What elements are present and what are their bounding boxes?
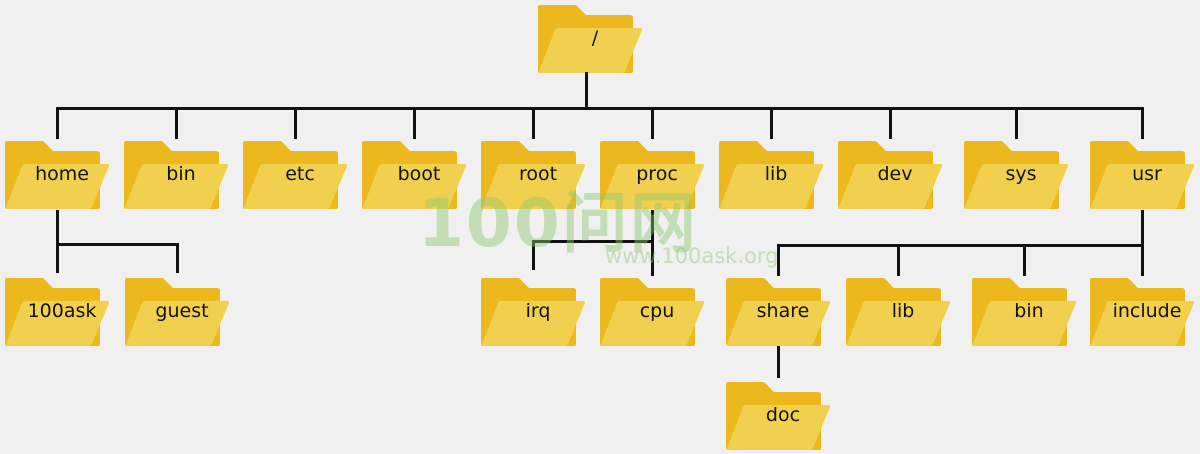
folder-icon <box>125 278 229 346</box>
folder-label: doc <box>765 404 801 426</box>
connector-line <box>889 107 892 139</box>
folder-label: guest <box>155 300 209 322</box>
folder-label: include <box>1112 300 1182 322</box>
folder-label: cpu <box>639 300 675 322</box>
connector-line <box>1015 107 1018 139</box>
folder-share[interactable]: share <box>726 278 830 346</box>
connector-line <box>294 107 297 139</box>
connector-line <box>777 244 780 276</box>
folder-icon <box>481 278 585 346</box>
connector-line <box>56 107 1144 110</box>
folder-icon <box>362 141 466 209</box>
watermark-url: www.100ask.org <box>605 244 779 268</box>
folder-label: bin <box>1014 300 1044 322</box>
folder-icon <box>600 278 704 346</box>
connector-line <box>56 210 59 245</box>
connector-line <box>175 107 178 139</box>
folder-include[interactable]: include <box>1090 278 1194 346</box>
connector-line <box>585 72 588 108</box>
folder-label: usr <box>1132 163 1162 185</box>
folder-icon <box>726 278 830 346</box>
folder-icon <box>1090 278 1194 346</box>
folder-label: home <box>35 163 89 185</box>
folder-icon <box>124 141 228 209</box>
folder-lib[interactable]: lib <box>846 278 950 346</box>
folder-label: lib <box>891 300 915 322</box>
folder-label: etc <box>285 163 315 185</box>
folder-bin[interactable]: bin <box>124 141 228 209</box>
connector-line <box>651 210 654 276</box>
connector-line <box>532 107 535 139</box>
connector-line <box>176 243 179 273</box>
connector-line <box>777 346 780 378</box>
connector-line <box>1141 107 1144 139</box>
connector-line <box>56 243 179 246</box>
folder-irq[interactable]: irq <box>481 278 585 346</box>
folder-icon <box>964 141 1068 209</box>
folder-label: lib <box>764 163 788 185</box>
folder-usr[interactable]: usr <box>1090 141 1194 209</box>
connector-line <box>1141 210 1144 276</box>
folder-icon <box>538 5 642 73</box>
connector-line <box>56 107 59 139</box>
folder-label: sys <box>1005 163 1037 185</box>
folder-label: irq <box>525 300 551 322</box>
folder-doc[interactable]: doc <box>726 382 830 450</box>
folder-cpu[interactable]: cpu <box>600 278 704 346</box>
connector-line <box>532 240 535 270</box>
folder-bin[interactable]: bin <box>972 278 1076 346</box>
folder-dev[interactable]: dev <box>838 141 942 209</box>
folder-icon <box>1090 141 1194 209</box>
folder-label: 100ask <box>27 300 97 322</box>
folder-icon <box>972 278 1076 346</box>
folder-label: proc <box>636 163 678 185</box>
folder-icon <box>243 141 347 209</box>
connector-line <box>532 240 654 243</box>
folder-icon <box>838 141 942 209</box>
connector-line <box>897 244 900 276</box>
folder-etc[interactable]: etc <box>243 141 347 209</box>
folder-100ask[interactable]: 100ask <box>5 278 109 346</box>
connector-line <box>56 243 59 273</box>
folder-label: dev <box>877 163 913 185</box>
connector-line <box>1023 244 1026 276</box>
folder-lib[interactable]: lib <box>719 141 823 209</box>
folder-label: root <box>518 163 558 185</box>
folder-icon <box>481 141 585 209</box>
folder-home[interactable]: home <box>5 141 109 209</box>
folder-icon <box>600 141 704 209</box>
connector-line <box>413 107 416 139</box>
folder-[interactable]: / <box>538 5 642 73</box>
folder-icon <box>726 382 830 450</box>
folder-root[interactable]: root <box>481 141 585 209</box>
connector-line <box>770 107 773 139</box>
folder-sys[interactable]: sys <box>964 141 1068 209</box>
folder-label: share <box>756 300 810 322</box>
folder-label: / <box>591 27 599 49</box>
connector-line <box>1141 244 1144 276</box>
folder-guest[interactable]: guest <box>125 278 229 346</box>
folder-icon <box>5 141 109 209</box>
folder-icon <box>846 278 950 346</box>
folder-label: boot <box>397 163 441 185</box>
connector-line <box>777 244 1144 247</box>
folder-boot[interactable]: boot <box>362 141 466 209</box>
folder-icon <box>719 141 823 209</box>
folder-label: bin <box>166 163 196 185</box>
connector-line <box>651 107 654 139</box>
folder-proc[interactable]: proc <box>600 141 704 209</box>
folder-icon <box>5 278 109 346</box>
